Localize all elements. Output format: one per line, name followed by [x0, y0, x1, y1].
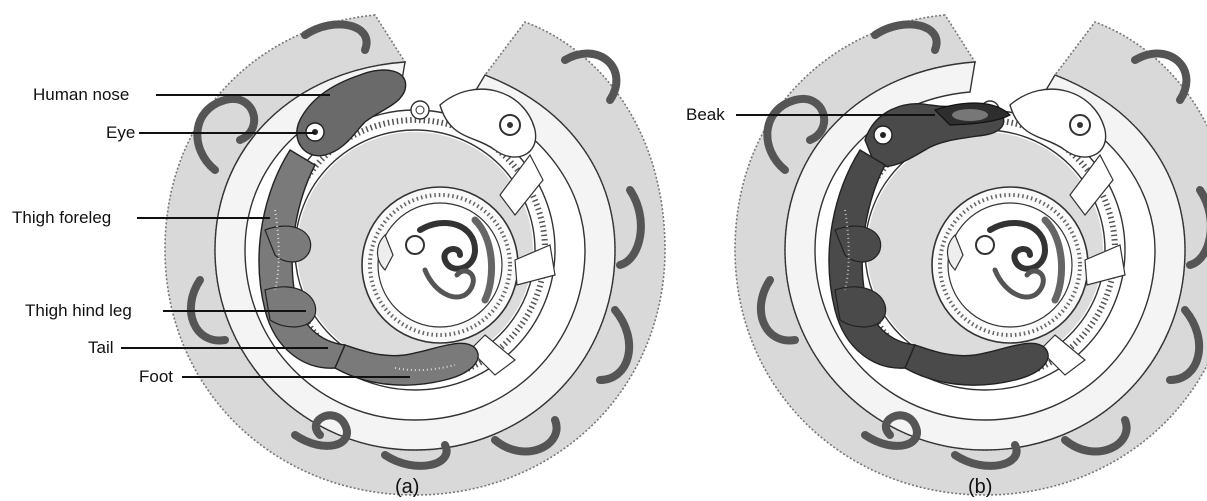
panel-a-brooch — [165, 15, 665, 495]
label-human-nose-text: Human nose — [33, 85, 129, 104]
label-eye-text: Eye — [106, 123, 135, 142]
panel-a: Human nose Eye Thigh foreleg Thigh hind … — [12, 15, 665, 498]
label-thigh-hind-leg-text: Thigh hind leg — [25, 301, 132, 320]
panel-a-caption: (a) — [395, 476, 419, 498]
label-tail-text: Tail — [88, 338, 114, 357]
label-beak-text: Beak — [686, 105, 725, 124]
panel-b-caption: (b) — [968, 476, 992, 498]
panel-b-brooch — [735, 15, 1207, 495]
label-thigh-foreleg-text: Thigh foreleg — [12, 208, 111, 227]
panel-b: Beak (b) — [686, 15, 1207, 498]
label-foot-text: Foot — [139, 367, 173, 386]
